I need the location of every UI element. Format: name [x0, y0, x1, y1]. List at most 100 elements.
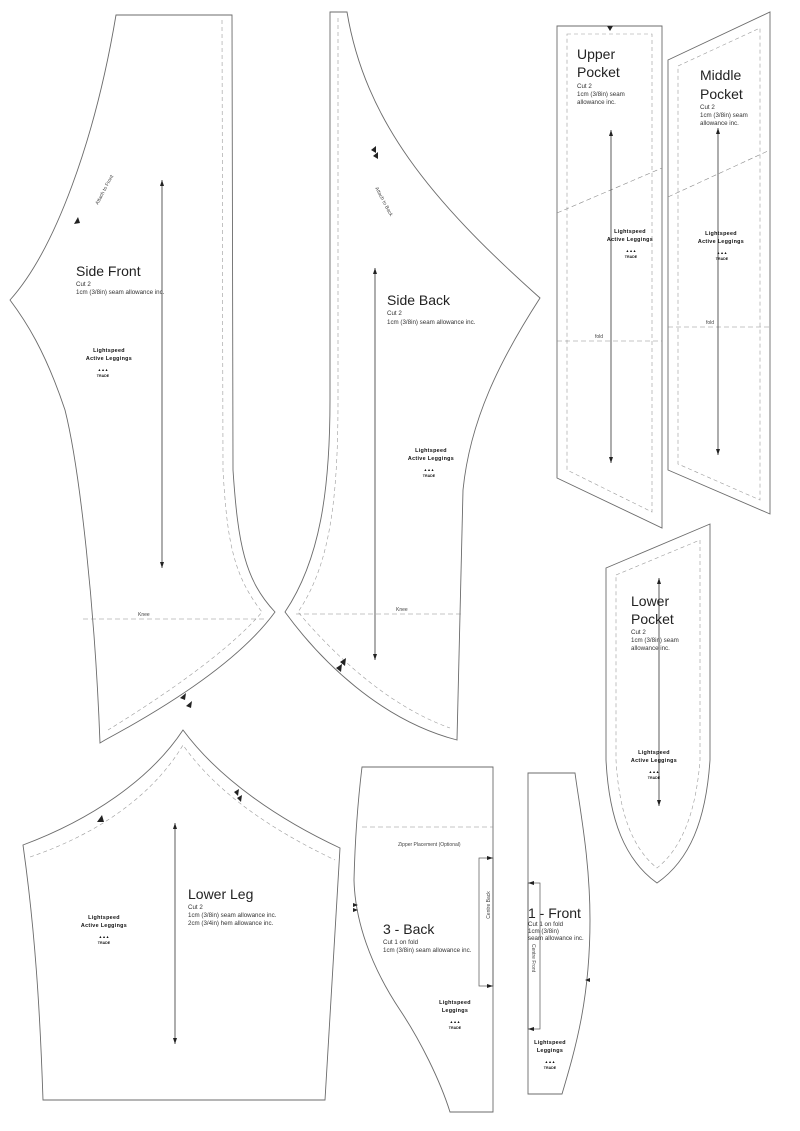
upper-pocket-fold-label: fold [595, 334, 603, 340]
back-cut: Cut 1 on fold [383, 939, 419, 946]
svg-text:TRADE: TRADE [98, 941, 111, 945]
back-title: 3 - Back [383, 921, 435, 937]
upper-pocket-outline [556, 25, 663, 529]
brand-logo-icon: ▲▲▲ [626, 249, 637, 253]
notch [234, 789, 239, 796]
upper-pocket-seam-1: 1cm (3/8in) seam [577, 91, 625, 98]
back-zipper-label: Zipper Placement (Optional) [398, 842, 461, 848]
side-back-brand: Lightspeed Active Leggings ▲▲▲ TRADE [408, 448, 454, 478]
svg-text:TRADE: TRADE [449, 1026, 462, 1030]
svg-text:TRADE: TRADE [648, 776, 661, 780]
notch [180, 693, 186, 700]
notch [371, 146, 376, 153]
front-cut: Cut 1 on fold [528, 921, 564, 928]
lower-leg-title: Lower Leg [188, 886, 253, 902]
front-outline [527, 772, 591, 1095]
middle-pocket-seamline [677, 27, 761, 501]
brand-logo-icon: ▲▲▲ [98, 368, 109, 372]
middle-pocket-title-1: Middle [700, 67, 741, 83]
svg-text:Lightspeed: Lightspeed [614, 229, 646, 235]
side-front-outline [9, 14, 276, 744]
piece-upper-pocket: fold Upper Pocket Cut 2 1cm (3/8in) seam… [556, 25, 663, 529]
side-back-seam: 1cm (3/8in) seam allowance inc. [387, 319, 476, 326]
lower-leg-brand: Lightspeed Active Leggings ▲▲▲ TRADE [81, 915, 127, 945]
lower-leg-hem: 2cm (3/4in) hem allowance inc. [188, 920, 274, 927]
notch [97, 815, 104, 822]
svg-text:Lightspeed: Lightspeed [705, 231, 737, 237]
side-front-seam: 1cm (3/8in) seam allowance inc. [76, 289, 165, 296]
lower-pocket-cut: Cut 2 [631, 629, 646, 636]
side-back-knee-label: Knee [396, 607, 408, 613]
svg-text:Lightspeed: Lightspeed [88, 915, 120, 921]
back-outline [353, 766, 494, 1113]
middle-pocket-seam-1: 1cm (3/8in) seam [700, 112, 748, 119]
piece-side-back: Attach to Back Knee Side Back Cut 2 1cm … [284, 11, 541, 741]
lower-pocket-seam-2: allowance inc. [631, 645, 670, 652]
piece-lower-pocket: Lower Pocket Cut 2 1cm (3/8in) seam allo… [605, 523, 711, 884]
notch [585, 978, 590, 982]
svg-text:TRADE: TRADE [423, 474, 436, 478]
middle-pocket-title-2: Pocket [700, 86, 743, 102]
back-centre-label: Centre Back [486, 891, 492, 919]
piece-middle-pocket: fold Middle Pocket Cut 2 1cm (3/8in) sea… [667, 11, 771, 515]
brand-logo-icon: ▲▲▲ [545, 1060, 556, 1064]
side-back-outline [284, 11, 541, 741]
notch [353, 903, 358, 907]
upper-pocket-title-1: Upper [577, 46, 615, 62]
notch [340, 658, 346, 666]
upper-pocket-brand: Lightspeed Active Leggings ▲▲▲ TRADE [607, 229, 653, 259]
svg-text:Lightspeed: Lightspeed [638, 750, 670, 756]
svg-text:Active Leggings: Active Leggings [698, 239, 744, 245]
notch [237, 795, 242, 802]
back-seam: 1cm (3/8in) seam allowance inc. [383, 947, 472, 954]
lower-pocket-brand: Lightspeed Active Leggings ▲▲▲ TRADE [631, 750, 677, 780]
lower-leg-cut: Cut 2 [188, 904, 203, 911]
back-brand: Lightspeed Leggings ▲▲▲ TRADE [439, 1000, 471, 1030]
piece-lower-leg: Lower Leg Cut 2 1cm (3/8in) seam allowan… [22, 729, 341, 1101]
front-seam-2: seam allowance inc. [528, 935, 584, 942]
side-front-cut: Cut 2 [76, 281, 91, 288]
svg-text:TRADE: TRADE [625, 255, 638, 259]
notch [336, 664, 342, 672]
side-front-brand: Lightspeed Active Leggings ▲▲▲ TRADE [86, 348, 132, 378]
front-seam-1: 1cm (3/8in) [528, 928, 559, 935]
middle-pocket-seam-2: allowance inc. [700, 120, 739, 127]
notch [353, 908, 358, 912]
brand-logo-icon: ▲▲▲ [717, 251, 728, 255]
lower-pocket-title-2: Pocket [631, 611, 674, 627]
svg-text:Active Leggings: Active Leggings [86, 356, 132, 362]
brand-logo-icon: ▲▲▲ [99, 935, 110, 939]
svg-text:Lightspeed: Lightspeed [439, 1000, 471, 1006]
middle-pocket-fold-label: fold [706, 320, 714, 326]
side-back-title: Side Back [387, 292, 451, 308]
svg-text:Leggings: Leggings [537, 1048, 563, 1054]
middle-pocket-brand: Lightspeed Active Leggings ▲▲▲ TRADE [698, 231, 744, 261]
svg-text:Active Leggings: Active Leggings [408, 456, 454, 462]
front-brand: Lightspeed Leggings ▲▲▲ TRADE [534, 1040, 565, 1070]
side-front-title: Side Front [76, 263, 141, 279]
front-title: 1 - Front [528, 905, 581, 921]
svg-text:TRADE: TRADE [544, 1066, 557, 1070]
upper-pocket-cut: Cut 2 [577, 83, 592, 90]
middle-pocket-cut: Cut 2 [700, 104, 715, 111]
brand-logo-icon: ▲▲▲ [424, 468, 435, 472]
lower-pocket-title-1: Lower [631, 593, 669, 609]
side-front-seamline [107, 19, 263, 731]
lower-leg-seam: 1cm (3/8in) seam allowance inc. [188, 912, 277, 919]
piece-front: Centre Front 1 - Front Cut 1 on fold 1cm… [527, 772, 591, 1095]
notch [186, 701, 192, 708]
svg-text:Lightspeed: Lightspeed [93, 348, 125, 354]
side-back-cut: Cut 2 [387, 310, 402, 317]
middle-pocket-outline [667, 11, 771, 515]
svg-text:Active Leggings: Active Leggings [81, 923, 127, 929]
svg-text:Lightspeed: Lightspeed [415, 448, 447, 454]
notch [373, 152, 378, 159]
svg-text:Active Leggings: Active Leggings [631, 758, 677, 764]
notch [74, 217, 80, 224]
brand-logo-icon: ▲▲▲ [450, 1020, 461, 1024]
svg-text:Active Leggings: Active Leggings [607, 237, 653, 243]
lower-leg-outline [22, 729, 341, 1101]
lower-leg-seamline [29, 744, 336, 861]
piece-back: Zipper Placement (Optional) Centre Back … [353, 766, 494, 1113]
